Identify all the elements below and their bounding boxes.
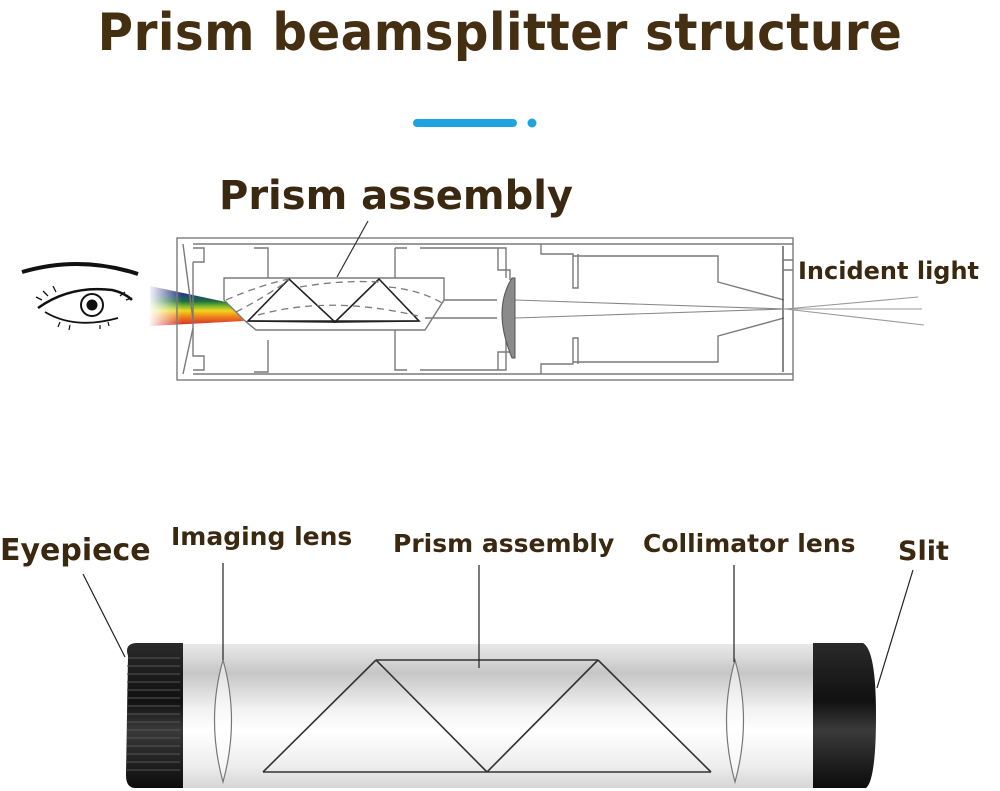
upper-eyelid bbox=[37, 287, 133, 310]
accent-dot bbox=[527, 118, 537, 128]
accent-divider bbox=[413, 118, 537, 128]
slit-pointer bbox=[876, 569, 914, 689]
light-path-dashed bbox=[225, 278, 443, 317]
prism-assembly-bottom bbox=[262, 659, 712, 773]
prism bbox=[246, 277, 338, 323]
prism bbox=[333, 277, 421, 323]
glass-tube bbox=[175, 644, 825, 788]
collimator-lens-section bbox=[501, 277, 516, 359]
eyepiece-pointer bbox=[82, 573, 126, 658]
label-collimator-lens: Collimator lens bbox=[643, 529, 856, 558]
label-imaging-lens: Imaging lens bbox=[171, 522, 353, 551]
pupil bbox=[86, 299, 98, 311]
incident-ray bbox=[784, 308, 925, 326]
slit-cap bbox=[813, 643, 876, 788]
accent-bar bbox=[413, 119, 517, 127]
collimator-lens bbox=[725, 657, 745, 785]
label-eyepiece: Eyepiece bbox=[0, 533, 151, 568]
label-prism-assembly-bottom: Prism assembly bbox=[393, 529, 615, 558]
eyebrow bbox=[21, 261, 139, 276]
housing-outer bbox=[176, 237, 794, 381]
iris bbox=[80, 293, 104, 317]
label-pointers bbox=[82, 563, 914, 689]
prism-assembly-pointer bbox=[336, 220, 369, 278]
eye-illustration bbox=[21, 261, 139, 331]
label-slit: Slit bbox=[898, 536, 949, 567]
incident-ray bbox=[784, 296, 919, 310]
prism-housing bbox=[223, 277, 445, 331]
label-incident-light: Incident light bbox=[798, 257, 980, 285]
eyepiece-knurling bbox=[127, 657, 180, 771]
spectroscope-tube bbox=[126, 643, 876, 788]
light-spectrum bbox=[148, 284, 246, 328]
label-prism-assembly-top: Prism assembly bbox=[219, 173, 574, 219]
eyepiece-cap bbox=[126, 643, 183, 788]
imaging-lens bbox=[213, 657, 233, 785]
lower-eyelid bbox=[44, 311, 119, 324]
prism-assembly-top bbox=[246, 277, 421, 323]
page-title: Prism beamsplitter structure bbox=[97, 3, 903, 63]
